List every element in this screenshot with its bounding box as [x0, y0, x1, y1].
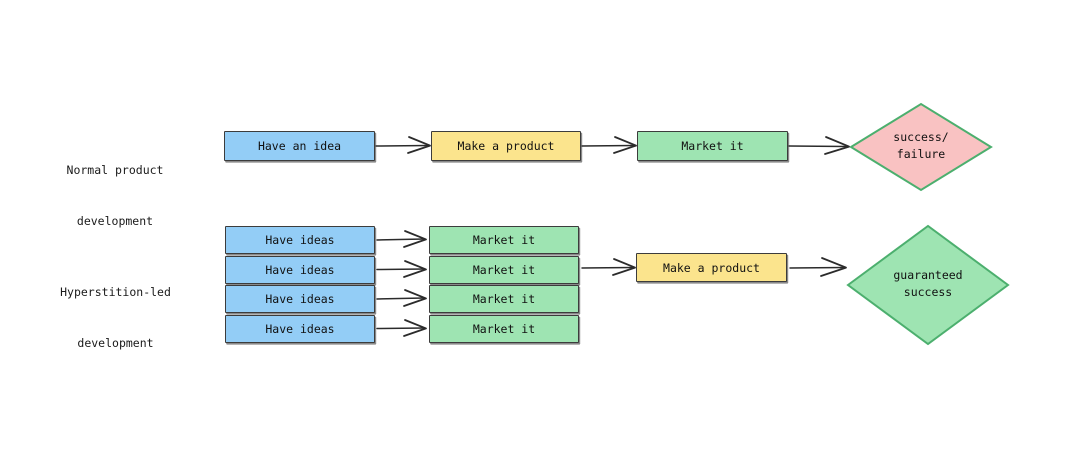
node-have-an-idea[interactable]: Have an idea [224, 131, 375, 161]
row-label-normal-product-development: Normal product development [50, 128, 180, 264]
arrow-have-ideas-to-market-it-1 [376, 230, 427, 248]
arrow-make-a-product-to-market-it [581, 136, 637, 154]
diamond-success-failure[interactable] [849, 102, 993, 192]
row-label-hyperstition-led-development: Hyperstition-led development [43, 250, 188, 386]
arrow-make-a-product-to-guaranteed-success [789, 257, 847, 277]
arrow-have-an-idea-to-make-a-product [375, 136, 431, 154]
row-label-line-2: development [77, 336, 154, 350]
arrow-market-it-to-success-failure [788, 136, 850, 155]
node-have-ideas-2[interactable]: Have ideas [225, 256, 375, 284]
diamond-guaranteed-success[interactable] [846, 224, 1010, 346]
node-market-it-1[interactable]: Market it [429, 226, 579, 254]
arrow-have-ideas-to-market-it-3 [376, 289, 427, 307]
node-market-it[interactable]: Market it [637, 131, 788, 161]
node-market-it-3[interactable]: Market it [429, 285, 579, 313]
node-make-a-product-2[interactable]: Make a product [636, 253, 787, 282]
arrow-have-ideas-to-market-it-2 [376, 260, 427, 278]
node-market-it-4[interactable]: Market it [429, 315, 579, 343]
node-have-ideas-1[interactable]: Have ideas [225, 226, 375, 254]
arrow-market-it-stack-to-make-a-product [581, 258, 636, 276]
row-label-line-1: Normal product [66, 163, 164, 177]
row-label-line-1: Hyperstition-led [60, 285, 171, 299]
node-have-ideas-3[interactable]: Have ideas [225, 285, 375, 313]
node-market-it-2[interactable]: Market it [429, 256, 579, 284]
arrow-have-ideas-to-market-it-4 [376, 319, 427, 337]
row-label-line-2: development [76, 214, 154, 228]
node-make-a-product[interactable]: Make a product [431, 131, 581, 161]
node-have-ideas-4[interactable]: Have ideas [225, 315, 375, 343]
